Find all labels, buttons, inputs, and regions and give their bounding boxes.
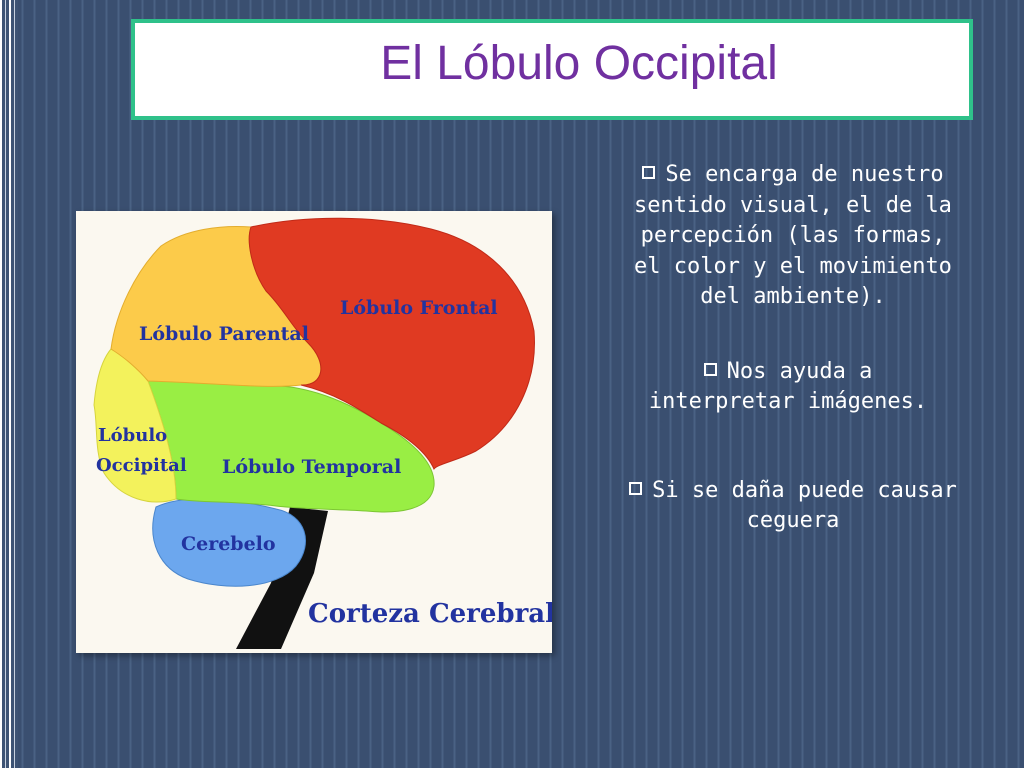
slide-title: El Lóbulo Occipital <box>380 37 778 90</box>
left-edge-stripes <box>0 0 18 768</box>
label-occipital-2: Occipital <box>96 455 187 476</box>
bullet-item: Nos ayuda a interpretar imágenes. <box>648 357 928 418</box>
bullet-list: Se encarga de nuestro sentido visual, el… <box>628 160 958 537</box>
bullet-item: Se encarga de nuestro sentido visual, el… <box>628 160 958 313</box>
square-bullet-icon <box>642 166 656 179</box>
square-bullet-icon <box>703 362 717 376</box>
figure-caption: Corteza Cerebral <box>308 599 552 629</box>
square-bullet-icon <box>629 481 643 495</box>
title-box: El Lóbulo Occipital <box>131 19 973 120</box>
brain-diagram: Lóbulo Frontal Lóbulo Parental Lóbulo Oc… <box>76 211 552 653</box>
bullet-text: Nos ayuda a interpretar imágenes. <box>648 358 928 415</box>
label-occipital-1: Lóbulo <box>98 425 167 446</box>
bullet-text: Si se daña puede causar ceguera <box>652 477 957 534</box>
label-frontal: Lóbulo Frontal <box>340 297 498 319</box>
label-temporal: Lóbulo Temporal <box>222 456 401 478</box>
frontal-region <box>248 217 535 470</box>
bullet-item: Si se daña puede causar ceguera <box>628 476 958 537</box>
brain-svg: Lóbulo Frontal Lóbulo Parental Lóbulo Oc… <box>93 217 552 649</box>
label-cerebelo: Cerebelo <box>181 533 276 555</box>
label-parental: Lóbulo Parental <box>139 323 309 345</box>
bullet-text: Se encarga de nuestro sentido visual, el… <box>634 162 952 309</box>
